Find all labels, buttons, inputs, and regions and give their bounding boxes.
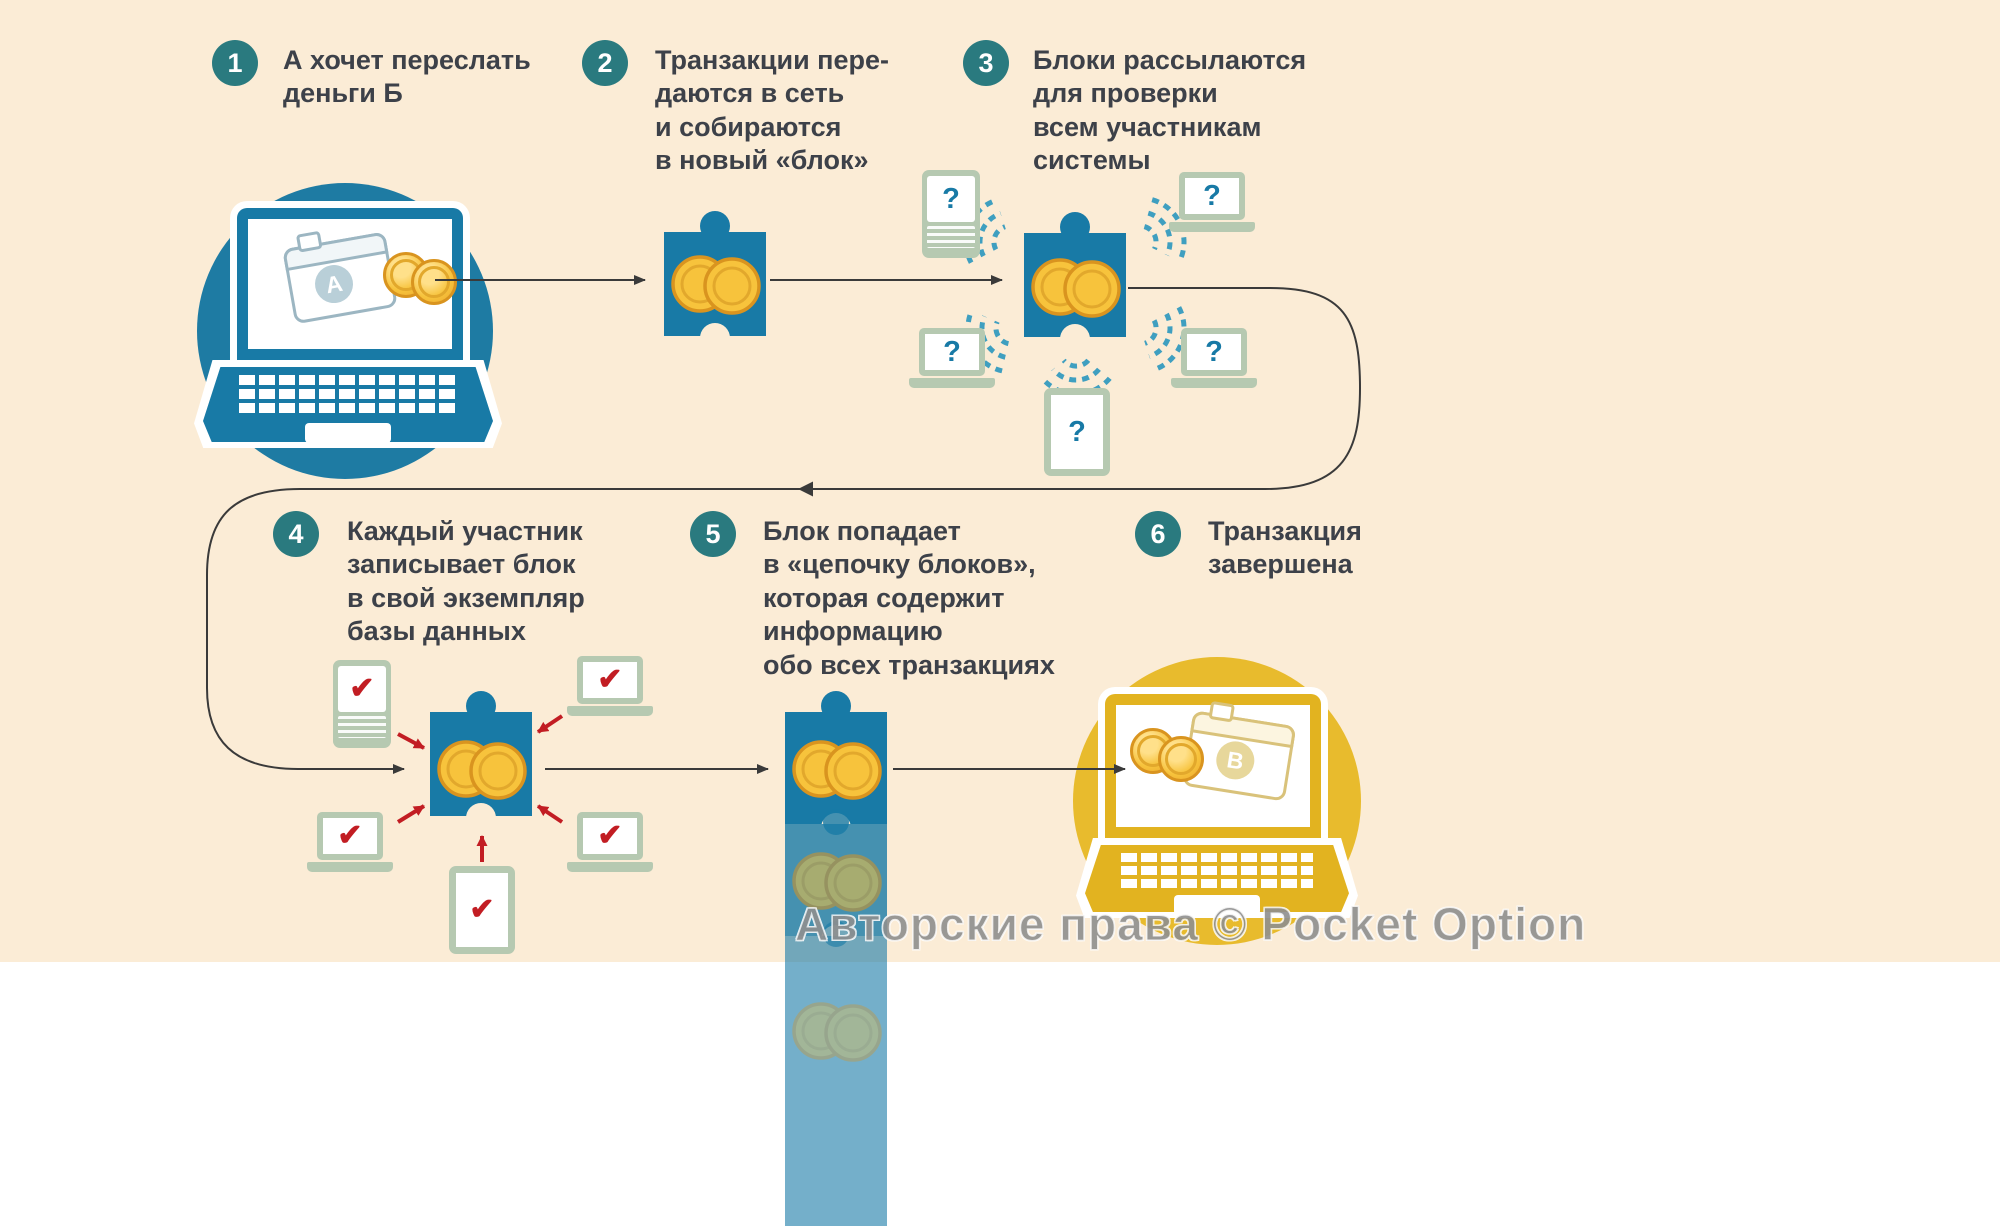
mini-laptop-base (909, 378, 995, 388)
laptop-check-icon: ✔ (567, 812, 653, 872)
step-6-badge: 6 (1135, 511, 1181, 557)
mini-laptop-base (307, 862, 393, 872)
mini-laptop-base (1169, 222, 1255, 232)
mini-laptop-screen: ✔ (577, 812, 643, 860)
phone-keypad (927, 226, 975, 248)
laptop-a-touchpad (305, 423, 391, 442)
step-2-badge: 2 (582, 40, 628, 86)
step-5-badge: 5 (690, 511, 736, 557)
mini-laptop-screen: ? (919, 328, 985, 376)
laptop-b-touchpad (1174, 895, 1260, 912)
laptop-b-keyboard-deck (1085, 845, 1349, 912)
step-3-badge: 3 (963, 40, 1009, 86)
phone-keypad (338, 716, 386, 738)
laptop-a-keys (239, 375, 457, 417)
laptop-question-icon: ? (1169, 172, 1255, 232)
mini-laptop-screen: ? (1181, 328, 1247, 376)
mini-laptop-base (1171, 378, 1257, 388)
step-1-label: А хочет переслать деньги Б (283, 45, 531, 109)
mini-laptop-base (567, 862, 653, 872)
mini-laptop-screen: ? (1179, 172, 1245, 220)
checkmark-icon: ✔ (349, 672, 375, 705)
step-4-label: Каждый участник записывает блок в свой э… (347, 516, 585, 647)
phone-screen: ✔ (338, 666, 386, 712)
coin-icon (1158, 736, 1204, 782)
copyright-watermark: Авторские права © Pocket Option (794, 898, 1587, 951)
tablet-check-icon: ✔ (449, 866, 515, 954)
wallet-a-icon: A (280, 220, 398, 325)
phone-question-icon: ? (922, 170, 980, 258)
wallet-b-strap (1208, 700, 1236, 723)
coin-icon (411, 259, 457, 305)
question-mark-icon: ? (942, 182, 960, 215)
laptop-a-base-icon (194, 360, 502, 448)
laptop-question-icon: ? (1171, 328, 1257, 388)
step-2-label: Транзакции пере- даются в сеть и собираю… (655, 45, 889, 176)
step-3-label: Блоки рассылаются для проверки всем учас… (1033, 45, 1307, 176)
peach-background (0, 0, 2000, 962)
question-mark-icon: ? (1205, 335, 1223, 368)
laptop-check-icon: ✔ (307, 812, 393, 872)
mini-laptop-base (567, 706, 653, 716)
question-mark-icon: ? (1068, 415, 1086, 448)
mini-laptop-screen: ✔ (317, 812, 383, 860)
laptop-check-icon: ✔ (567, 656, 653, 716)
checkmark-icon: ✔ (337, 819, 363, 852)
laptop-b-base-icon (1076, 838, 1358, 918)
phone-check-icon: ✔ (333, 660, 391, 748)
step-5-label: Блок попадает в «цепочку блоков», котора… (763, 516, 1055, 680)
tablet-question-icon: ? (1044, 388, 1110, 476)
laptop-a-keyboard-deck (203, 367, 493, 442)
laptop-b-keys (1121, 853, 1313, 891)
checkmark-icon: ✔ (597, 663, 623, 696)
phone-screen: ? (927, 176, 975, 222)
checkmark-icon: ✔ (469, 893, 495, 926)
step-1-badge: 1 (212, 40, 258, 86)
question-mark-icon: ? (943, 335, 961, 368)
mini-laptop-screen: ✔ (577, 656, 643, 704)
step-6-label: Транзакция завершена (1208, 516, 1362, 580)
question-mark-icon: ? (1203, 179, 1221, 212)
step-4-badge: 4 (273, 511, 319, 557)
laptop-question-icon: ? (909, 328, 995, 388)
checkmark-icon: ✔ (597, 819, 623, 852)
